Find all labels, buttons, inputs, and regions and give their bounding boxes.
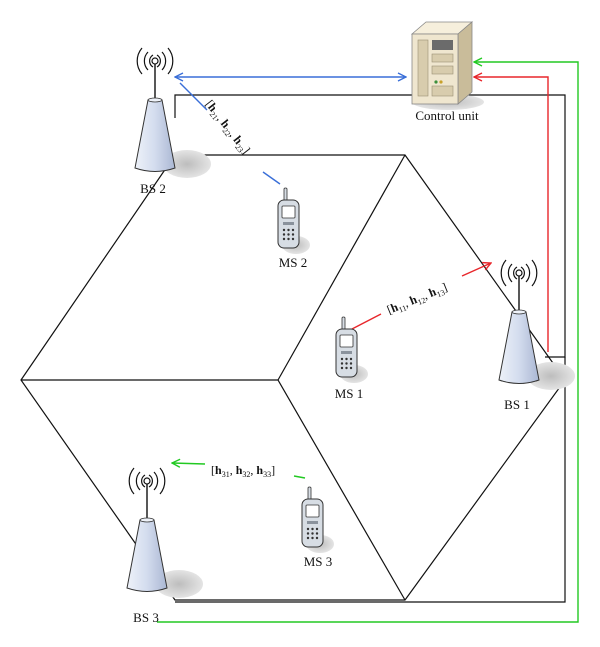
ms1-phone	[335, 316, 368, 383]
ms2-phone	[277, 187, 310, 254]
bs3-tower	[126, 467, 203, 598]
ms3-feedback-dash	[293, 475, 306, 479]
wire-bs3	[175, 357, 566, 603]
bs1-label: BS 1	[504, 397, 530, 412]
ms1-channel-vector: [h11, h12, h13]	[385, 280, 450, 319]
ms2-feedback-dash	[262, 171, 281, 185]
wire-bs2	[174, 94, 566, 358]
antenna-tower-icon	[126, 467, 203, 598]
bs1-tower	[498, 259, 575, 390]
control-links	[157, 62, 579, 623]
mobile-phone-icon	[301, 486, 334, 553]
bs3-label: BS 3	[133, 610, 159, 625]
bs3-control-link	[157, 62, 579, 623]
control-unit	[410, 21, 484, 110]
mobile-phone-icon	[277, 187, 310, 254]
ms1-feedback-dash	[351, 313, 382, 330]
ms3-channel-vector: [h31, h32, h33]	[211, 463, 275, 479]
csi-feedback-links	[172, 82, 491, 479]
ms2-channel-vector: [h21, h22, h23]	[201, 97, 253, 157]
backhaul-wires	[174, 94, 566, 603]
bs1-control-link	[474, 77, 549, 352]
ms3-feedback-line	[172, 463, 206, 464]
cell-boundary-upper-right	[277, 154, 406, 381]
bs2-label: BS 2	[140, 181, 166, 196]
antenna-tower-icon	[134, 47, 211, 178]
server-cabinet-icon	[410, 21, 484, 110]
ms1-label: MS 1	[335, 386, 364, 401]
mobile-phone-icon	[335, 316, 368, 383]
ms1-feedback-line	[461, 263, 491, 277]
cell-boundary-lower-right	[277, 379, 406, 601]
ms3-phone	[301, 486, 334, 553]
bs2-tower	[134, 47, 211, 178]
ms2-label: MS 2	[279, 255, 308, 270]
ms3-label: MS 3	[304, 554, 333, 569]
ms2-feedback-line	[179, 82, 208, 111]
control-unit-label: Control unit	[415, 108, 479, 123]
antenna-tower-icon	[498, 259, 575, 390]
